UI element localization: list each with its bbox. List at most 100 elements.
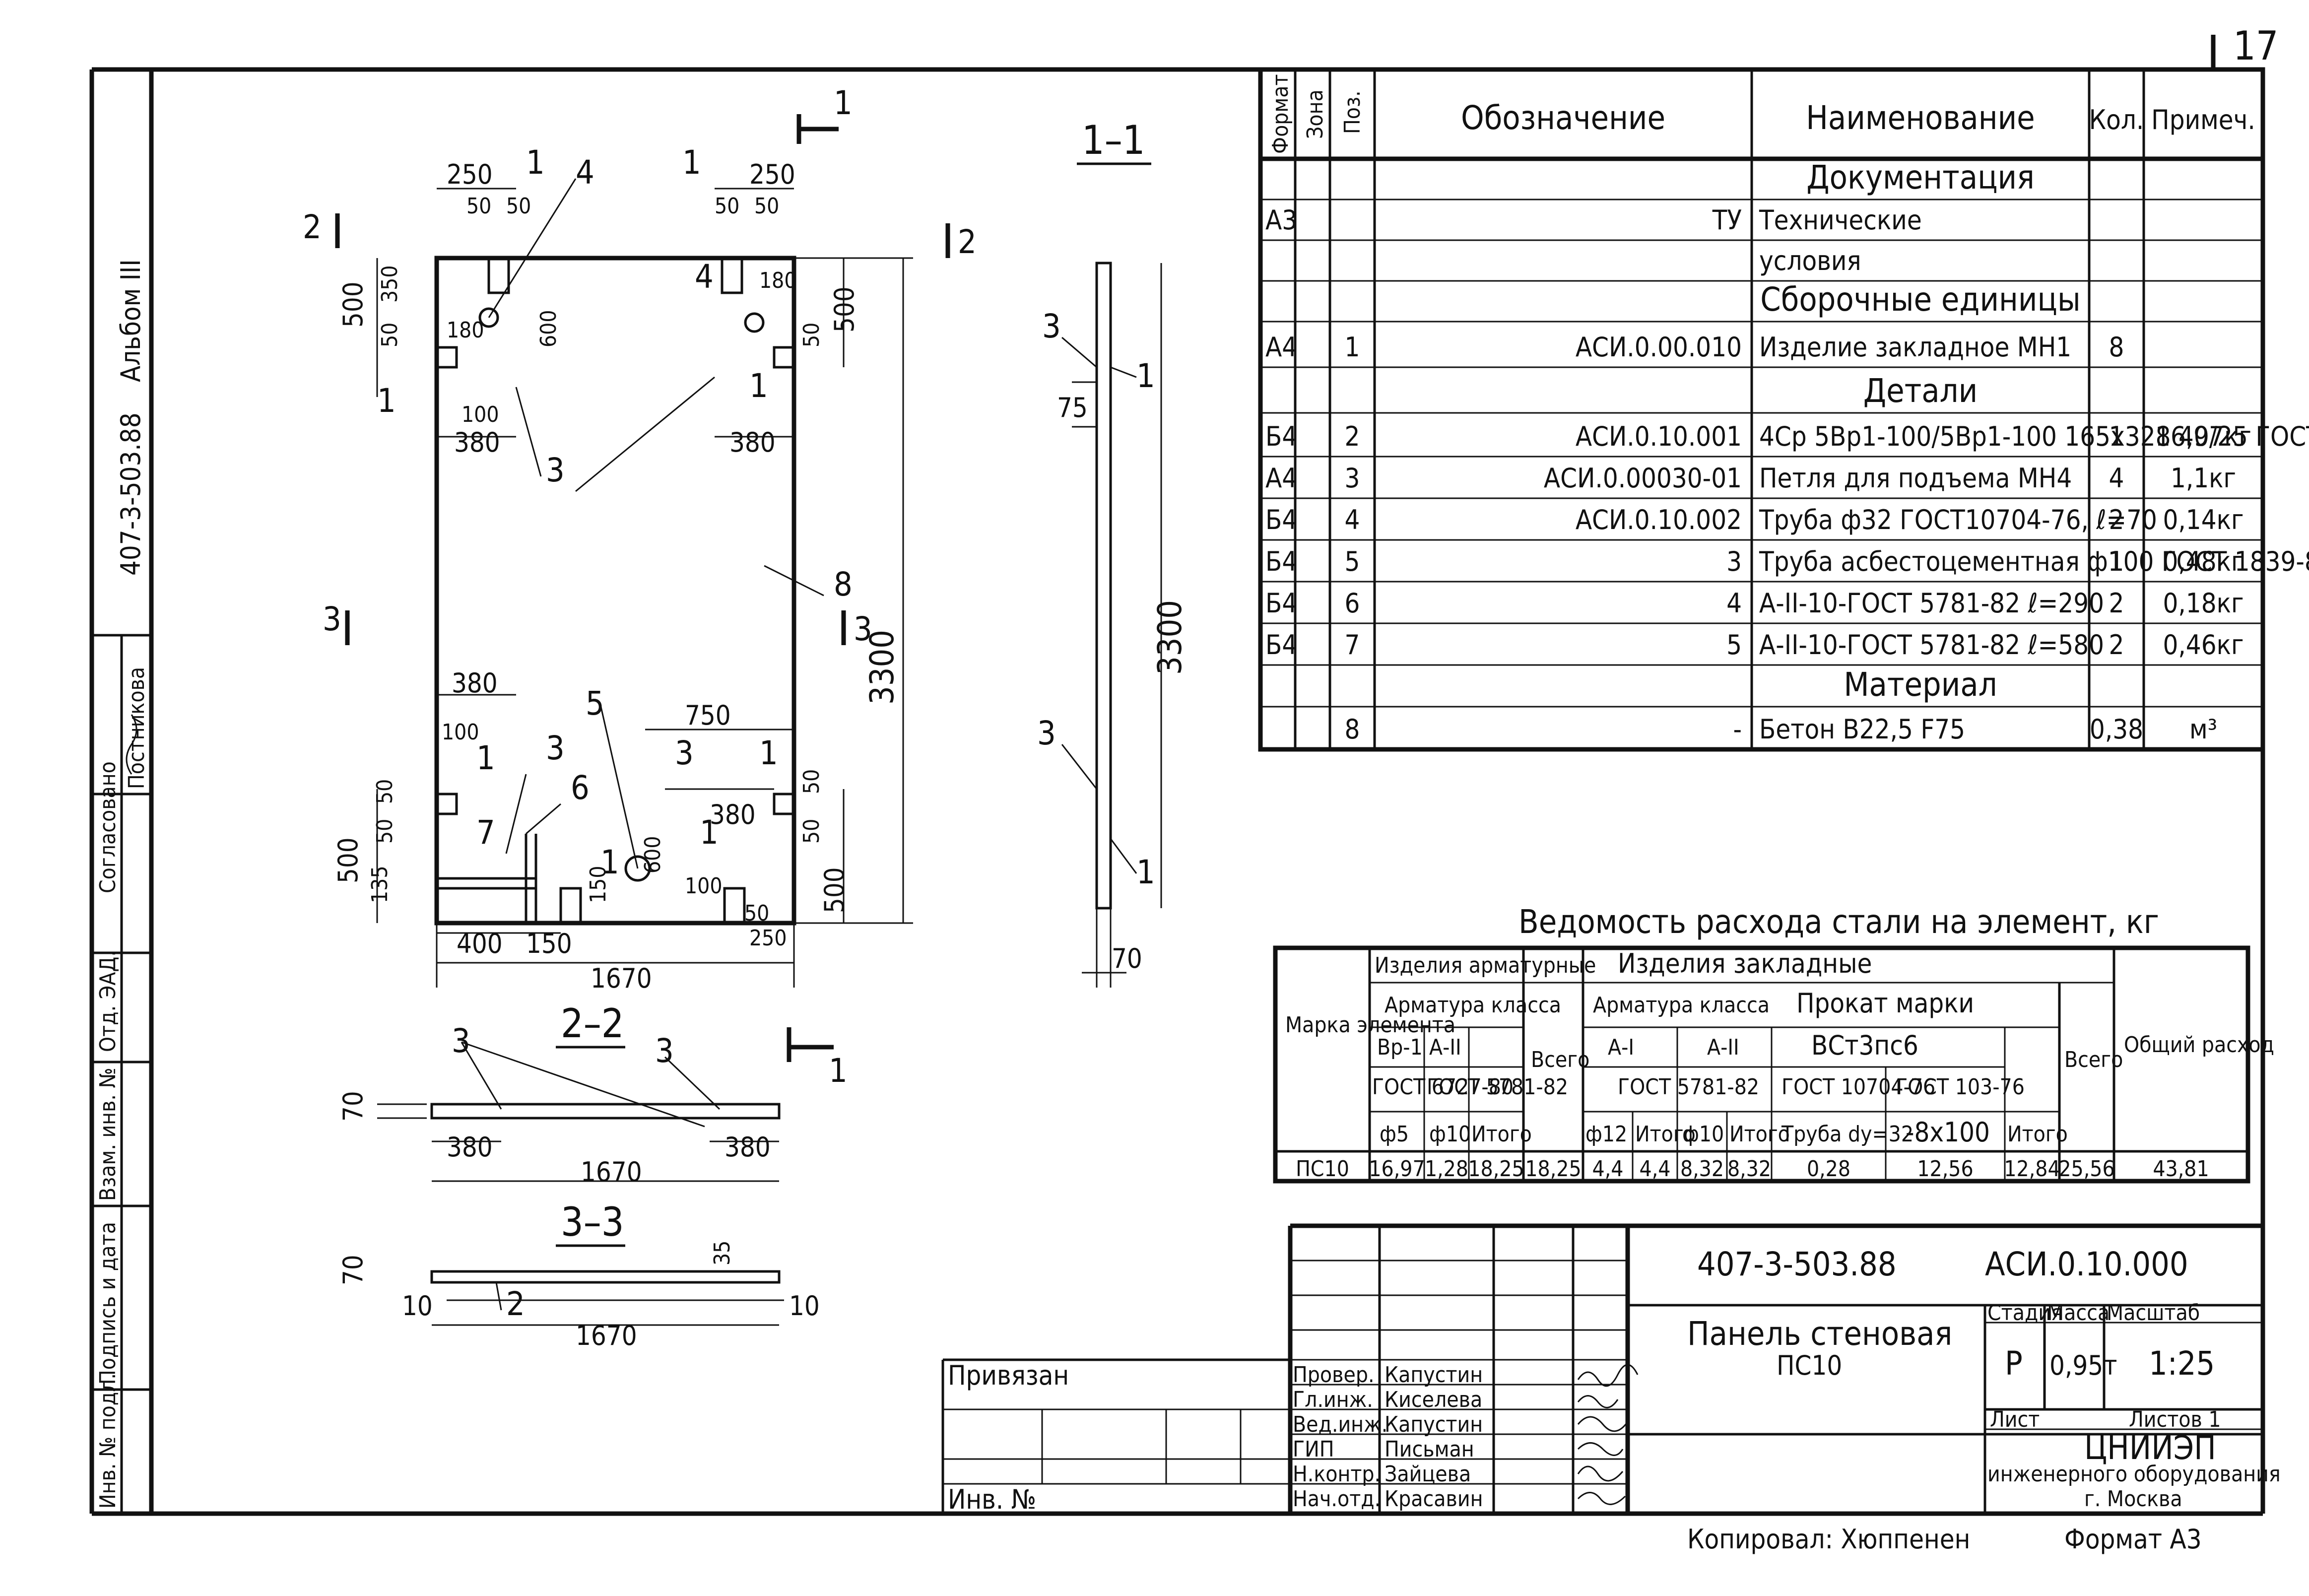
spec-cell-name: А-II-10-ГОСТ 5781-82 ℓ=290	[1759, 588, 2104, 619]
spec-cell-pos: 4	[1345, 504, 1360, 535]
spec-cell-qty: 1	[2109, 546, 2124, 577]
steel-s-f10: ф10	[1429, 1122, 1471, 1147]
embed-right-top	[773, 346, 795, 369]
album-label: Альбом III	[115, 259, 146, 382]
embed-left-top	[435, 346, 458, 369]
dim: 180	[759, 268, 797, 293]
spec-cell-name: Труба ф32 ГОСТ10704-76, ℓ=70	[1759, 504, 2157, 535]
tb-role: Провер.	[1293, 1362, 1375, 1388]
spec-cell-name: Бетон В22,5 F75	[1759, 714, 1965, 745]
dim: 150	[526, 928, 572, 959]
spec-cell-name: Технические	[1759, 204, 1922, 236]
tb-role: Н.контр.	[1293, 1462, 1381, 1487]
spec-cell-designation: 5	[1726, 629, 1742, 661]
spec-cell-designation: АСИ.0.00030-01	[1544, 463, 1742, 494]
panel-outline	[434, 256, 796, 926]
dim: 50	[799, 769, 824, 794]
elevation-positions: 1 1 4 4 1 1 3 3 8 3 3 1 1 5 6 7 1 1	[377, 143, 853, 881]
loop-top-left	[487, 257, 510, 294]
dim: 50	[377, 323, 402, 347]
tb-mass-h: Масса	[2047, 1300, 2110, 1326]
pos-label: 1	[682, 143, 701, 182]
dim: 150	[586, 865, 611, 903]
spec-cell-name: Детали	[1863, 372, 1978, 410]
pos-label: 7	[476, 813, 495, 852]
tb-role: Гл.инж.	[1293, 1387, 1373, 1412]
tb-mass: 0,95т	[2049, 1350, 2117, 1381]
left-strip: Альбом III 407-3-503.88 Согласовано Пост…	[92, 259, 151, 1514]
steel-table: Ведомость расхода стали на элемент, кг М…	[1273, 903, 2274, 1184]
dim: 380	[729, 427, 776, 458]
spec-cell-format: Б4	[1265, 504, 1297, 535]
section-2-2: 2–2 70 380 380 1670 3 3	[337, 1000, 781, 1188]
tb-role: Нач.отд.	[1293, 1486, 1381, 1512]
tube-left	[478, 307, 499, 328]
pos-label: 3	[452, 1022, 470, 1060]
spec-cell-note: 0,46кг	[2163, 629, 2243, 661]
pos-label: 4	[695, 258, 714, 296]
tb-scale-h: Масштаб	[2107, 1300, 2200, 1326]
spec-cell-designation: ТУ	[1712, 204, 1742, 236]
spec-cell-note: 1,1кг	[2171, 463, 2236, 494]
dim: 50	[799, 819, 824, 844]
steel-title: Ведомость расхода стали на элемент, кг	[1518, 903, 2159, 941]
dim: 500	[332, 837, 364, 883]
spec-cell-designation: 4	[1726, 588, 1742, 619]
dim: 135	[367, 865, 393, 903]
pos-label: 3	[546, 729, 565, 767]
spec-header-qty: Кол.	[2089, 104, 2144, 135]
steel-g-10704: ГОСТ 10704-76	[1781, 1074, 1935, 1100]
spec-header-note: Примеч.	[2151, 104, 2255, 135]
spec-cell-note: 16,97кг	[2155, 421, 2251, 452]
spec-cell-qty: 8	[2109, 332, 2124, 363]
spec-cell-note: 0,18кг	[2163, 588, 2243, 619]
steel-h-total: Общий расход	[2124, 1032, 2274, 1058]
steel-s-itogo2: Итого	[1635, 1122, 1696, 1147]
steel-g-103: ГОСТ 103-76	[1896, 1074, 2025, 1100]
steel-cell: 8,32	[1727, 1156, 1771, 1182]
spec-cell-qty: 2	[2109, 629, 2124, 661]
dim: 500	[819, 867, 850, 913]
steel-g-5781: ГОСТ 5781-82	[1427, 1074, 1568, 1100]
agreed-label: Согласовано	[95, 761, 121, 893]
section-1-1-outline	[1095, 262, 1112, 910]
steel-c-a2: А-II	[1429, 1035, 1461, 1060]
spec-cell-note: 0,14кг	[2163, 504, 2243, 535]
steel-c-vst: ВСт3пс6	[1811, 1030, 1918, 1061]
steel-h-prokat: Прокат марки	[1796, 988, 1974, 1019]
field-replace-inv: Взам. инв. №	[95, 1067, 121, 1201]
dim: 380	[454, 427, 500, 458]
spec-cell-pos: 2	[1345, 421, 1360, 452]
steel-h-mark: Марка элемента	[1285, 1012, 1455, 1038]
spec-cell-name: Документация	[1806, 158, 2035, 197]
dim: 380	[710, 799, 756, 830]
cut-mark-2-right: 2	[958, 223, 977, 261]
inv-label: Инв. №	[948, 1484, 1036, 1515]
pos-label: 3	[655, 1032, 674, 1070]
dim: 50	[372, 819, 397, 844]
dim: 3300	[863, 630, 901, 705]
pos-label: 3	[1042, 307, 1061, 345]
spec-header-zone: Зона	[1303, 89, 1328, 139]
steel-cell: 25,56	[2058, 1156, 2114, 1182]
dim: 380	[447, 1131, 493, 1163]
tube-right	[744, 312, 765, 333]
dim: 70	[1112, 943, 1142, 974]
dim: 75	[1057, 392, 1088, 423]
pos-label: 3	[675, 734, 694, 772]
tb-name: Красавин	[1385, 1486, 1483, 1512]
spec-cell-pos: 3	[1345, 463, 1360, 494]
privyazan-label: Привязан	[948, 1360, 1069, 1391]
spec-cell-name: Изделие закладное МН1	[1759, 332, 2071, 363]
pos-label: 1	[700, 813, 719, 852]
tb-stage-h: Стадия	[1987, 1300, 2063, 1326]
dim: 70	[337, 1091, 369, 1122]
steel-c-vr1: Вр-1	[1377, 1035, 1423, 1060]
elevation-dims: 250 250 50 50 50 50 500 350 180 180 600 …	[332, 159, 901, 994]
dim: 400	[457, 928, 503, 959]
dim: 600	[536, 310, 561, 347]
steel-s-8x100: -8х100	[1906, 1117, 1990, 1148]
spec-cell-format: А3	[1265, 204, 1297, 236]
spec-cell-pos: 7	[1345, 629, 1360, 661]
